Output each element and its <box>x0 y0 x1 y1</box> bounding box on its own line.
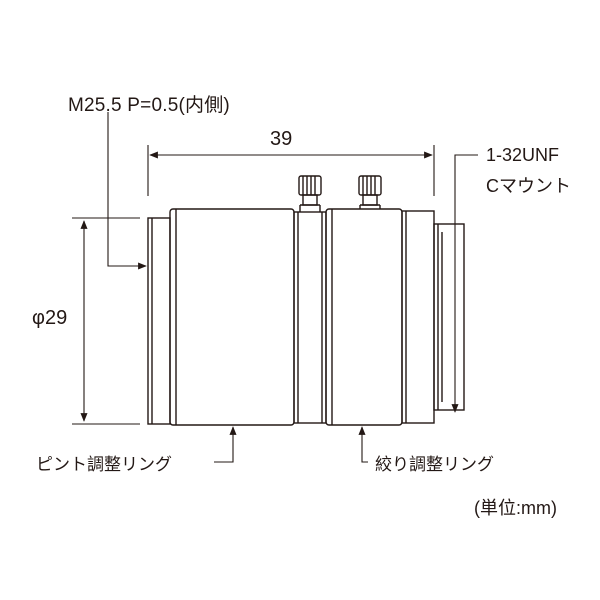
iris-ring-body <box>325 208 403 426</box>
iris-ring-label: 絞り調整リング <box>375 455 494 474</box>
mount-type-label: Cマウント <box>486 176 571 196</box>
rear-band <box>401 210 435 424</box>
mount-leader <box>451 154 478 413</box>
c-mount <box>433 223 465 411</box>
set-screw-1 <box>298 175 322 212</box>
mount-thread-label: 1-32UNF <box>486 145 560 165</box>
unit-label: (単位:mm) <box>474 498 557 518</box>
focus-ring-label: ピント調整リング <box>36 455 172 474</box>
focus-ring-leader <box>214 426 237 463</box>
length-dimension-label: 39 <box>270 128 293 150</box>
set-screw-2 <box>358 175 382 209</box>
thread-leader <box>107 112 147 270</box>
middle-band <box>293 211 327 424</box>
thread-spec-label: M25.5 P=0.5(内側) <box>68 95 230 116</box>
diameter-dimension-label: φ29 <box>32 307 68 329</box>
focus-ring-body <box>169 208 295 426</box>
iris-ring-leader <box>358 426 368 463</box>
